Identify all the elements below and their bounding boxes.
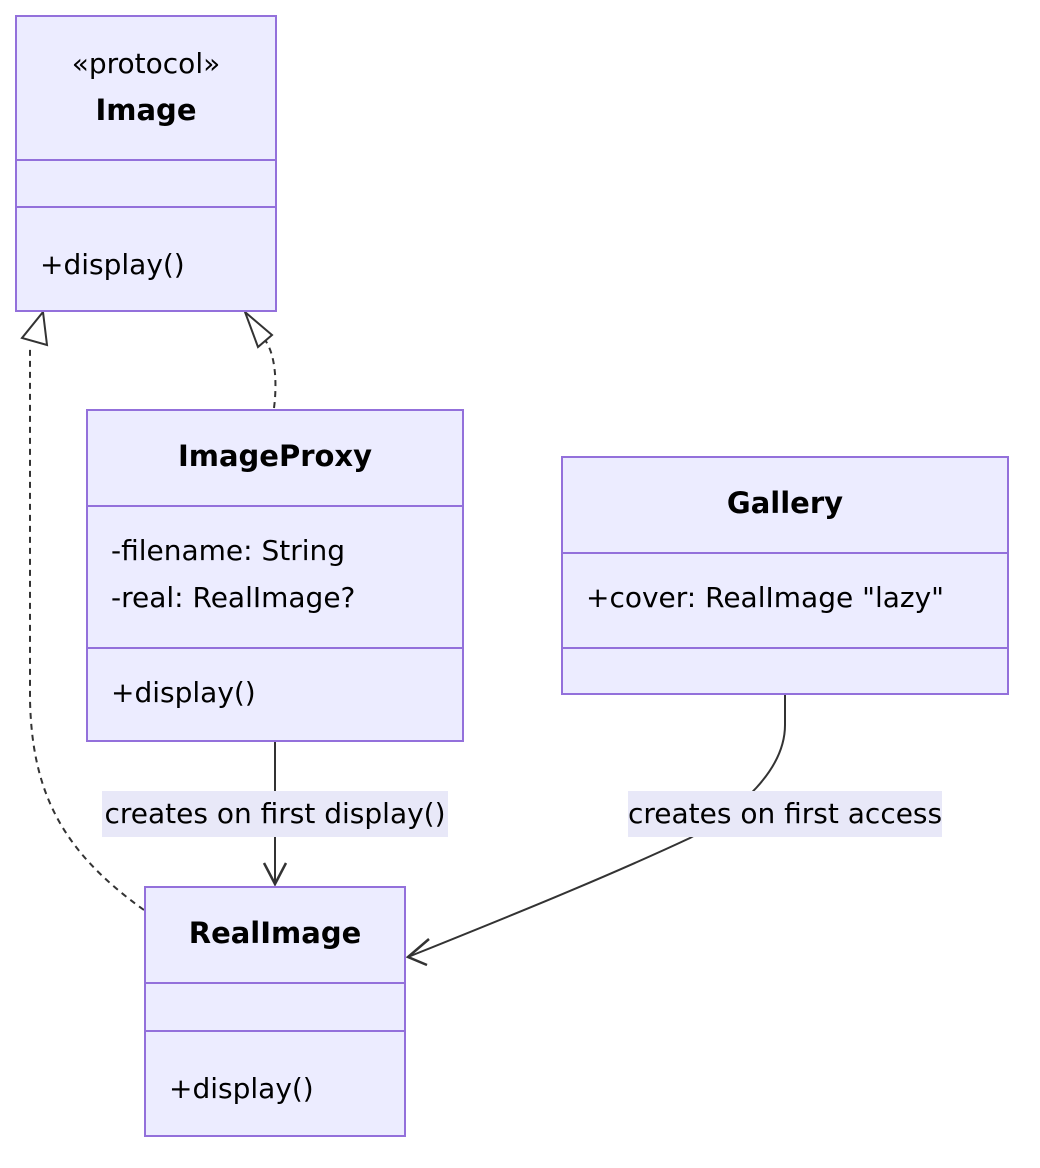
class-realimage-method: +display(): [169, 1072, 314, 1105]
class-imageproxy[interactable]: ImageProxy -filename: String -real: Real…: [86, 409, 464, 742]
arrowhead-realimage-from-gallery: [405, 938, 430, 967]
class-realimage-attributes: [146, 982, 404, 1030]
class-realimage-name: RealImage: [188, 916, 362, 950]
arrowhead-realimage-from-proxy: [262, 862, 288, 887]
class-image-stereotype: «protocol»: [71, 47, 221, 80]
class-imageproxy-name: ImageProxy: [177, 439, 373, 473]
class-image-header: «protocol» Image: [17, 17, 275, 159]
class-imageproxy-header: ImageProxy: [88, 411, 462, 505]
class-realimage-methods: +display(): [146, 1030, 404, 1135]
edge-gallery-creates-realimage: [407, 695, 786, 958]
class-gallery[interactable]: Gallery +cover: RealImage "lazy": [561, 456, 1009, 695]
class-gallery-attributes: +cover: RealImage "lazy": [563, 552, 1007, 647]
class-imageproxy-methods: +display(): [88, 647, 462, 740]
class-image-attributes: [17, 159, 275, 206]
edge-imageproxy-realizes-image: [264, 339, 277, 409]
class-gallery-methods: [563, 647, 1007, 693]
class-image-name: Image: [95, 93, 197, 127]
class-imageproxy-method: +display(): [111, 676, 256, 709]
class-image-method: +display(): [40, 248, 185, 281]
class-imageproxy-attribute: -filename: String: [111, 534, 346, 567]
class-image-methods: +display(): [17, 206, 275, 310]
realization-arrowhead-imageproxy: [242, 308, 274, 349]
class-gallery-header: Gallery: [563, 458, 1007, 552]
class-gallery-name: Gallery: [726, 486, 844, 520]
class-image[interactable]: «protocol» Image +display(): [15, 15, 277, 312]
class-realimage[interactable]: RealImage +display(): [144, 886, 406, 1137]
class-realimage-header: RealImage: [146, 888, 404, 982]
edge-label-creates-on-first-access: creates on first access: [628, 791, 942, 837]
edge-label-creates-on-first-display: creates on first display(): [102, 791, 448, 837]
class-imageproxy-attribute: -real: RealImage?: [111, 581, 356, 614]
class-imageproxy-attributes: -filename: String -real: RealImage?: [88, 505, 462, 647]
realization-arrowhead-realimage: [20, 309, 49, 347]
class-gallery-attribute: +cover: RealImage "lazy": [586, 581, 945, 614]
edge-realimage-realizes-image: [29, 345, 145, 911]
